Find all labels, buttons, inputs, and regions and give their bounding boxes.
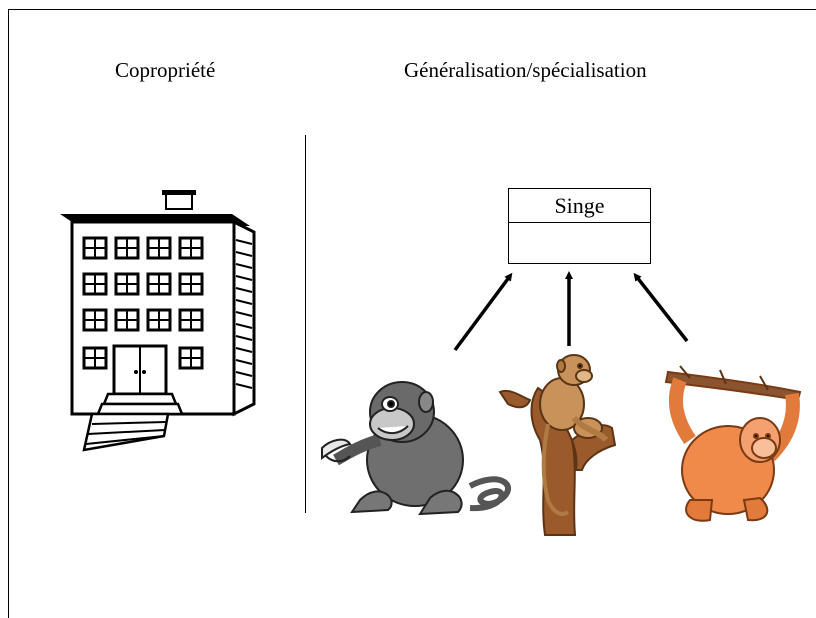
chimpanzee-icon (321, 381, 511, 516)
frame-top-border (8, 9, 816, 10)
class-name: Singe (509, 189, 650, 223)
arrow-icon (453, 271, 689, 352)
section-divider (305, 135, 306, 513)
heading-copropriete: Copropriété (115, 58, 216, 82)
heading-generalisation: Généralisation/spécialisation (404, 58, 647, 82)
class-box-singe: Singe (508, 188, 651, 264)
orangutan-icon (664, 365, 802, 522)
monkey-on-branch-icon (498, 354, 617, 536)
building-icon (60, 190, 256, 452)
frame-left-border (8, 9, 9, 618)
